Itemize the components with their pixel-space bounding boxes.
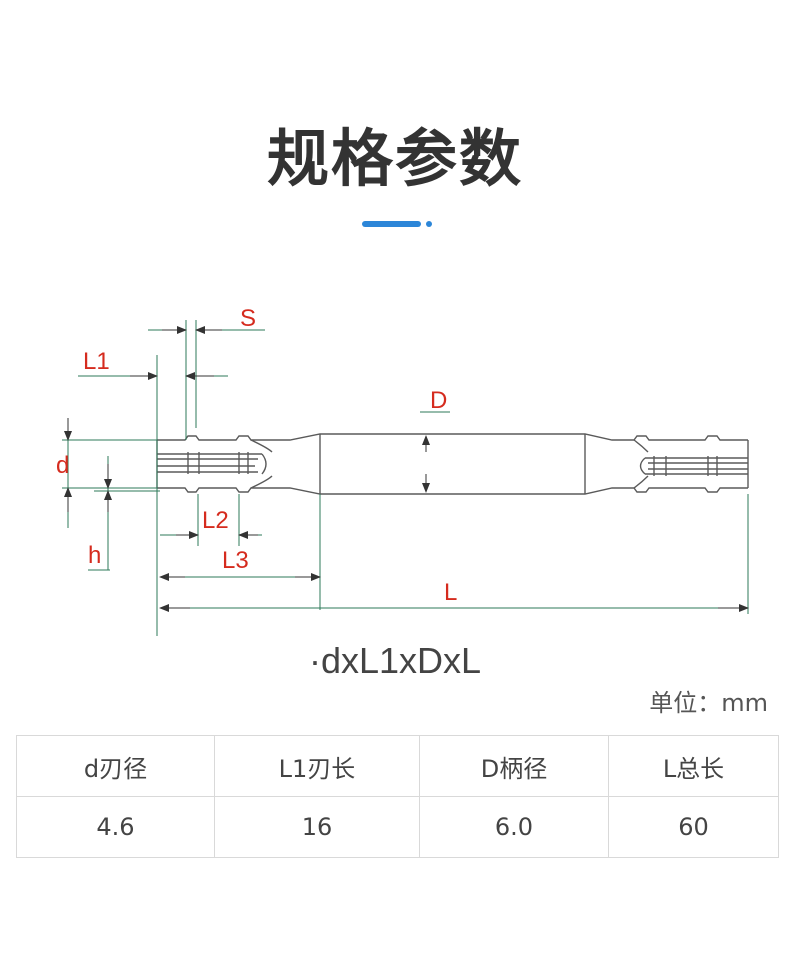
label-l2: L2 bbox=[202, 507, 229, 534]
label-s: S bbox=[240, 305, 256, 332]
label-d-shank: D bbox=[430, 387, 447, 414]
label-d-cut: d bbox=[56, 452, 69, 479]
label-h: h bbox=[88, 542, 101, 569]
title-underline bbox=[362, 221, 421, 227]
page-title: 规格参数 bbox=[266, 122, 523, 195]
tool-outline bbox=[156, 433, 749, 495]
cell-d-value: 4.6 bbox=[16, 796, 215, 858]
spec-formula: ·dxL1xDxL bbox=[308, 640, 482, 681]
table-row: 4.6 16 6.0 60 bbox=[16, 796, 779, 858]
title-underline-dot bbox=[426, 221, 432, 227]
table-header-row: d刃径 L1刃长 D柄径 L总长 bbox=[16, 735, 779, 797]
cell-dshank-value: 6.0 bbox=[419, 796, 609, 858]
header-cell-l1: L1刃长 bbox=[214, 735, 420, 797]
header-cell-l: L总长 bbox=[608, 735, 779, 797]
spec-table: d刃径 L1刃长 D柄径 L总长 4.6 16 6.0 60 bbox=[16, 735, 779, 858]
cell-l1-value: 16 bbox=[214, 796, 420, 858]
dimension-arrows bbox=[64, 326, 749, 612]
header-cell-dshank: D柄径 bbox=[419, 735, 609, 797]
unit-label: 单位：mm bbox=[649, 689, 768, 717]
tool-drawing: S L1 D d L2 h L3 L bbox=[56, 305, 749, 636]
label-l3: L3 bbox=[222, 547, 249, 574]
cell-l-value: 60 bbox=[608, 796, 779, 858]
label-l1: L1 bbox=[83, 348, 110, 375]
header-cell-d: d刃径 bbox=[16, 735, 215, 797]
label-l: L bbox=[444, 579, 457, 606]
